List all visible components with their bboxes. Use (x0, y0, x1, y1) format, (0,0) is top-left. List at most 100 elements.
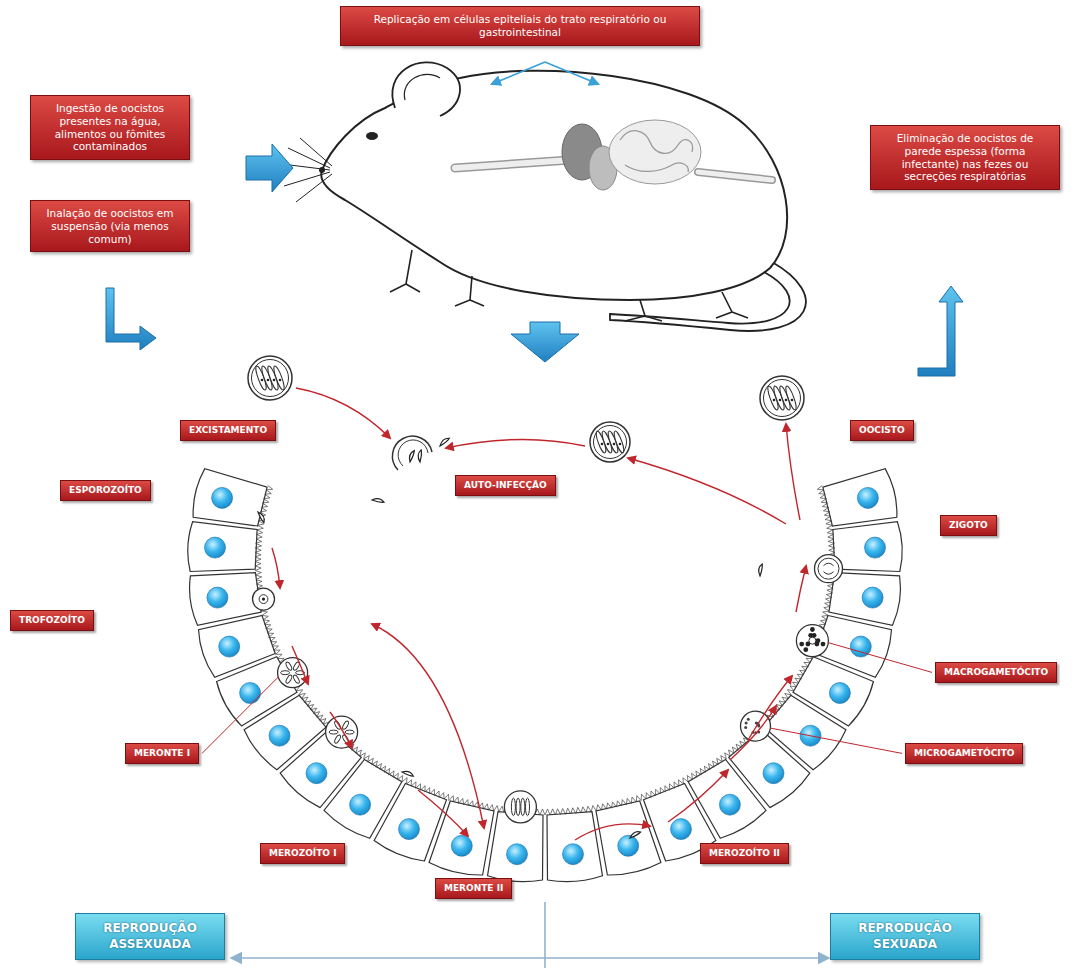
label-text: TROFOZOÍTO (19, 615, 85, 626)
cycle-arrow (628, 458, 786, 524)
oocyst (760, 376, 804, 420)
epithelial-cell (190, 573, 262, 626)
trophozoite (253, 588, 275, 610)
block-arrow (246, 144, 293, 192)
excysting-oocyst (392, 436, 432, 470)
stage-label: EXCISTAMENTO (180, 420, 276, 441)
epithelium (188, 469, 903, 882)
intestine (620, 131, 693, 172)
cycle-arrow (796, 566, 806, 612)
granule (799, 642, 804, 647)
zygote-body (815, 555, 843, 583)
excysting-oocyst (398, 440, 428, 466)
stage-label: ESPOROZOÍTO (60, 480, 151, 501)
cycle-arrow (446, 439, 585, 448)
meront-i-body (326, 716, 358, 748)
cycle-arrows (272, 388, 806, 840)
trophozoite-body (253, 588, 275, 610)
microgametocyte-body (741, 711, 771, 741)
merozoite (281, 671, 290, 675)
cycle-arrow (418, 790, 468, 836)
microvilli (255, 485, 835, 815)
mouse-drawing (282, 62, 806, 331)
label-text: ESPOROZOÍTO (69, 485, 142, 496)
label-text: MEROZOÍTO II (709, 848, 780, 859)
sporozoite-nucleus (267, 379, 270, 382)
sporozoite-nucleus (261, 379, 264, 382)
cell-nucleus (671, 819, 692, 840)
esophagus (455, 160, 570, 168)
bracket-arrow (232, 957, 828, 959)
nucleus (259, 595, 268, 604)
cell-nucleus (865, 537, 886, 558)
zygote (815, 555, 843, 583)
epithelial-cell (199, 616, 276, 678)
label-text: MEROZOÍTO I (269, 848, 336, 859)
colon (698, 172, 772, 180)
merozoite (285, 661, 293, 671)
leader-line (828, 643, 932, 673)
granule (821, 642, 826, 647)
mouse-body (321, 71, 787, 300)
cell-nucleus (205, 537, 226, 558)
oocyst-wall (252, 360, 289, 397)
merozoite (516, 798, 520, 816)
cycle-arrow (748, 676, 792, 740)
mouse-eye (366, 132, 378, 140)
sporozoite-nucleus (279, 379, 282, 382)
cell-nucleus (350, 794, 371, 815)
merozoite (292, 674, 300, 684)
label-text: AUTO-INFECÇÃO (464, 480, 547, 491)
cell-nucleus (306, 763, 327, 784)
merozoite (342, 720, 350, 730)
cell-nucleus (862, 587, 883, 608)
fork-arrow (545, 62, 598, 84)
cell-nucleus (451, 835, 472, 856)
cell-nucleus (719, 794, 740, 815)
microgamete (745, 722, 748, 725)
sporozoite-nucleus (779, 399, 782, 402)
block-arrow (511, 322, 579, 362)
leader-lines (202, 643, 932, 754)
mouse-feet (390, 250, 748, 321)
meront-i (326, 716, 358, 748)
cell-nucleus (240, 683, 261, 704)
colon (698, 172, 772, 180)
zygote-content (824, 563, 834, 574)
epithelial-cell (829, 573, 901, 626)
zoite (407, 450, 416, 462)
label-text: Replicação em células epiteliais do trat… (349, 13, 691, 39)
cell-nucleus (857, 487, 878, 508)
oocyst (248, 356, 292, 400)
sporozoite-nucleus (601, 443, 604, 446)
oocyst-wall (590, 422, 630, 462)
note-box: Inalação de oocistos em suspensão (via m… (30, 200, 190, 252)
sporozoite-nucleus (273, 379, 276, 382)
esophagus (455, 160, 570, 168)
stage-label: OOCISTO (850, 420, 914, 441)
cycle-arrow (575, 824, 650, 840)
cycle-arrow (292, 646, 308, 684)
l-arrow (918, 286, 963, 376)
zoite (258, 511, 265, 524)
epithelial-cell (823, 469, 897, 526)
microgamete (747, 718, 750, 721)
parasite-stages (248, 356, 843, 838)
sporozoite-nucleus (607, 443, 610, 446)
oocyst-wall (594, 426, 627, 459)
microgametocyte (741, 711, 771, 741)
label-text: Ingestão de oocistos presentes na água, … (39, 102, 181, 153)
epithelial-cell (547, 812, 603, 882)
stage-label: MERONTE I (125, 743, 199, 764)
sporozoite (612, 430, 625, 454)
epithelial-cell (193, 469, 267, 526)
cell-nucleus (212, 487, 233, 508)
reproduction-box: REPRODUÇÃO ASSEXUADA (75, 913, 225, 960)
cycle-arrow (668, 770, 728, 822)
oocyst-wall (248, 356, 292, 400)
label-text: MERONTE I (134, 748, 190, 759)
cell-nucleus (563, 844, 584, 865)
cycle-arrow (786, 424, 800, 520)
oocyst-wall (760, 376, 804, 420)
